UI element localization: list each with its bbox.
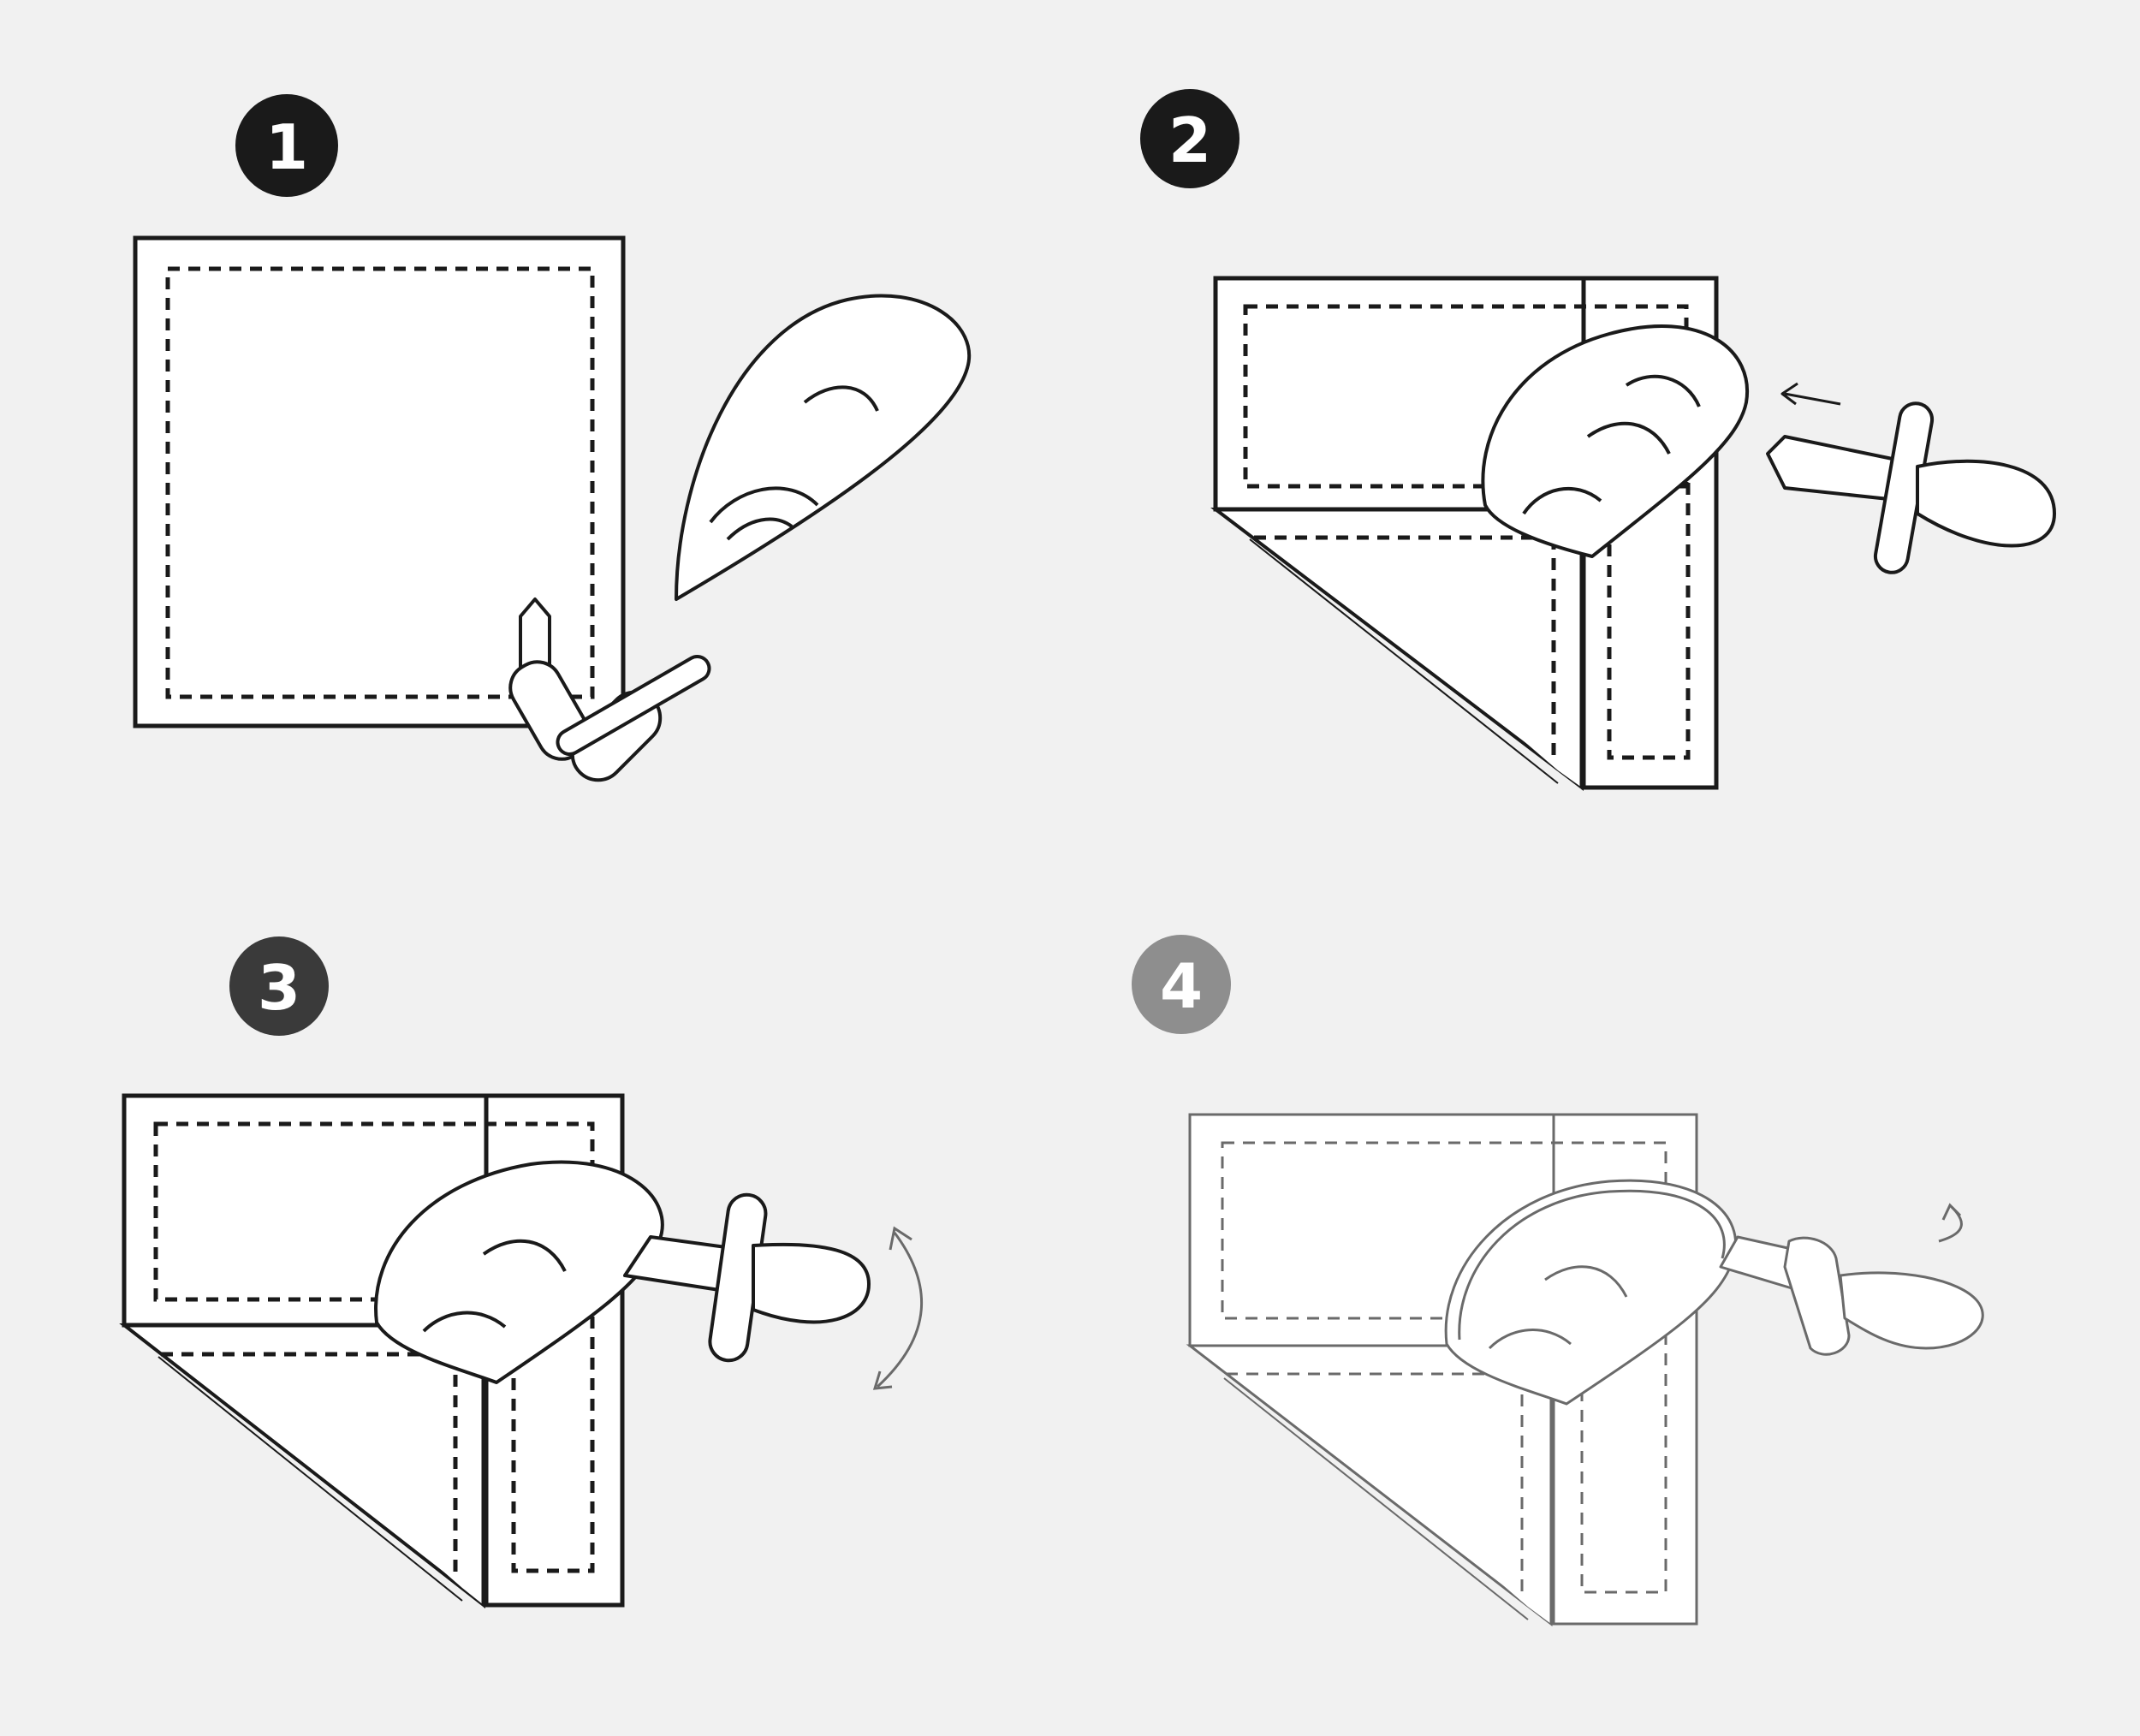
- step-1: 1: [133, 94, 971, 782]
- step-3: 3: [119, 936, 924, 1609]
- pacifier-icon: [1481, 324, 2056, 574]
- step-badge-4: 4: [1132, 935, 1231, 1034]
- svg-text:1: 1: [265, 111, 308, 183]
- cloth-square: [133, 235, 626, 728]
- pacifier-icon: [1444, 1179, 1984, 1406]
- step-4: 4: [1132, 935, 1984, 1627]
- step-2: 2: [1140, 89, 2056, 792]
- step-badge-3: 3: [229, 936, 329, 1036]
- rotate-arrow-icon: [1938, 1203, 1963, 1243]
- pacifier-icon: [374, 1160, 871, 1384]
- svg-text:2: 2: [1168, 104, 1211, 176]
- pacifier-icon: [508, 294, 971, 782]
- step-badge-2: 2: [1140, 89, 1239, 188]
- svg-text:3: 3: [258, 952, 300, 1024]
- step-badge-1: 1: [235, 94, 338, 197]
- svg-text:4: 4: [1160, 950, 1203, 1022]
- rotate-arrow-icon: [872, 1226, 924, 1390]
- cloth-folded: [1210, 276, 1719, 792]
